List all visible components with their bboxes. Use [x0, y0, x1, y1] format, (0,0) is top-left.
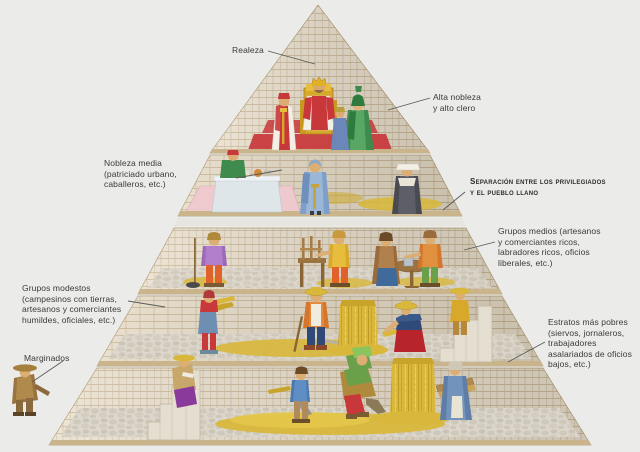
leader-line-marginados: [31, 360, 64, 383]
leader-lines: [31, 50, 546, 383]
figure-marginado-beggar: [12, 364, 50, 416]
label-grupos-medios: Grupos medios (artesanos y comerciantes …: [498, 226, 601, 268]
figure-craftsman: [298, 230, 350, 287]
leader-line-nobleza-media: [235, 169, 283, 179]
figure-woman-gathering: [382, 301, 426, 352]
leader-line-alta-nobleza: [387, 97, 431, 111]
figure-on-stairs-tier4: [450, 287, 470, 335]
figure-king-on-throne: [300, 76, 337, 135]
figure-cardinal: [271, 93, 297, 151]
figure-man-with-staff: [186, 232, 227, 288]
label-marginados: Marginados: [24, 353, 70, 363]
figure-merchants-table: [372, 230, 443, 288]
leader-line-grupos-modestos: [127, 300, 166, 308]
label-estratos-mas-pobres: Estratos más pobres (siervos, jornaleros…: [548, 317, 632, 369]
tier-estratos-mas-pobres: [48, 367, 592, 446]
leader-line-realeza: [267, 50, 316, 65]
leader-line-grupos-medios: [463, 241, 496, 251]
figure-boy-sickle: [268, 366, 312, 423]
label-nobleza-media: Nobleza media (patriciado urbano, caball…: [104, 158, 177, 189]
figure-woman-sheaves: [198, 290, 235, 354]
figure-clergy: [392, 163, 422, 214]
figure-green-noble: [343, 86, 374, 150]
figure-attendant-blue: [331, 107, 349, 150]
figure-woman-firewood: [435, 361, 476, 420]
label-alta-nobleza-alto-clero: Alta nobleza y alto clero: [433, 92, 481, 113]
label-grupos-modestos: Grupos modestos (campesinos con tierras,…: [22, 283, 122, 325]
figure-blue-robed-noble: [300, 159, 330, 215]
leader-line-separacion: [442, 191, 466, 211]
leader-line-estratos-pobres: [507, 341, 546, 363]
label-realeza: Realeza: [232, 45, 264, 55]
label-separacion-privilegiados: Separación entre los privilegiados y el …: [470, 177, 606, 197]
figure-on-stairs-tier5: [172, 354, 197, 408]
figure-man-scythe: [293, 287, 341, 352]
figure-reaper-green-hood: [340, 346, 386, 419]
wheat-stack-tier5: [374, 358, 450, 425]
